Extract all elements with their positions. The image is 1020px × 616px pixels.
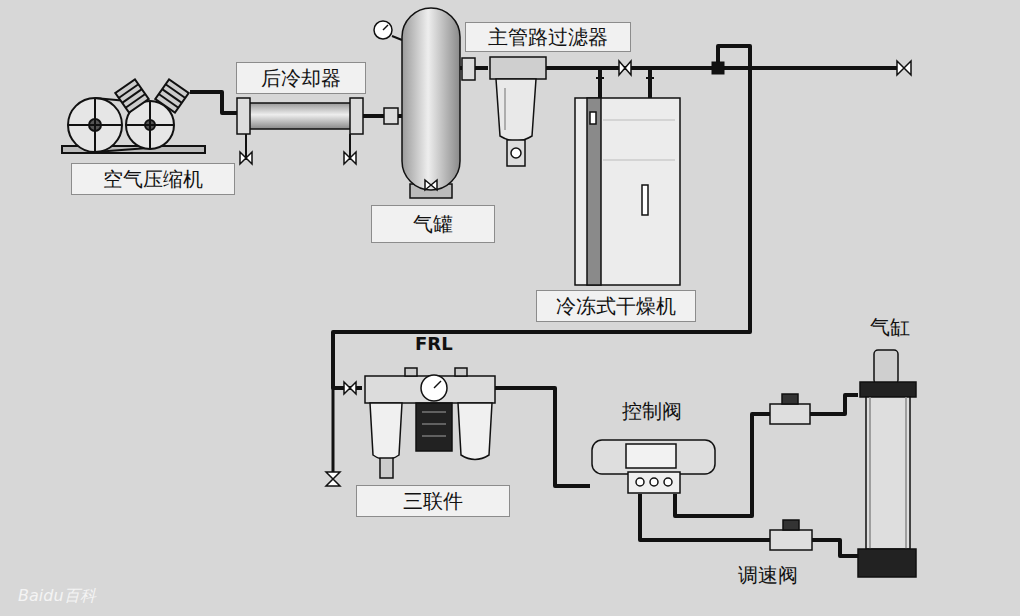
drain-branch	[326, 382, 356, 486]
part-label: 控制阀	[622, 398, 682, 424]
speed-valve-figure	[770, 394, 812, 550]
air-pipe	[333, 46, 750, 388]
air-pipe	[812, 540, 858, 556]
air-pipe	[210, 92, 237, 113]
refrigerated-dryer-figure	[575, 98, 680, 285]
air-pipe	[640, 494, 770, 540]
part-label-box: 主管路过滤器	[465, 22, 631, 52]
part-label-box: 冷冻式干燥机	[536, 290, 696, 322]
speed-valve-node: 调速阀	[770, 528, 812, 552]
part-label-box: 气罐	[371, 205, 495, 243]
air-pipe	[546, 68, 600, 98]
label-holder: 冷冻式干燥机	[536, 290, 696, 322]
control-valve-node: 控制阀	[590, 430, 717, 494]
air-compressor-figure	[62, 79, 210, 153]
frl-unit-figure	[365, 368, 495, 478]
air-pipe	[495, 388, 590, 486]
label-holder: 主管路过滤器	[465, 22, 631, 52]
aftercooler-node: 后冷却器	[237, 98, 363, 134]
label-holder: 调速阀	[738, 562, 798, 588]
frl-unit-node: FRL三联件	[362, 360, 495, 478]
main-filter-node: 主管路过滤器	[488, 56, 546, 172]
air-tank-node: 气罐	[402, 8, 460, 193]
label-holder: 后冷却器	[236, 62, 366, 94]
cylinder-node: 气缸	[858, 348, 918, 578]
part-label-box: 后冷却器	[236, 62, 366, 94]
cylinder-figure	[858, 350, 916, 577]
label-holder: 控制阀	[622, 398, 682, 424]
refrigerated-dryer-node: 冷冻式干燥机	[575, 98, 680, 285]
watermark: Baidu百科	[18, 586, 96, 607]
label-holder: 空气压缩机	[71, 163, 235, 195]
main-filter-figure	[490, 57, 546, 166]
air-tank-figure	[374, 8, 475, 198]
label-holder: 气罐	[371, 205, 495, 243]
part-label-box: 空气压缩机	[71, 163, 235, 195]
label-holder: Baidu百科	[18, 586, 96, 607]
label-holder: FRL	[415, 332, 453, 355]
label-holder: 三联件	[356, 485, 510, 517]
main-pipe	[596, 61, 911, 78]
part-label-box: 三联件	[356, 485, 510, 517]
air-compressor-node: 空气压缩机	[58, 82, 210, 154]
label-holder: 气缸	[870, 314, 910, 340]
control-valve-figure	[592, 440, 715, 493]
part-label: 气缸	[870, 314, 910, 340]
aftercooler-figure	[237, 98, 363, 164]
part-label: 调速阀	[738, 562, 798, 588]
part-code: FRL	[415, 332, 453, 355]
